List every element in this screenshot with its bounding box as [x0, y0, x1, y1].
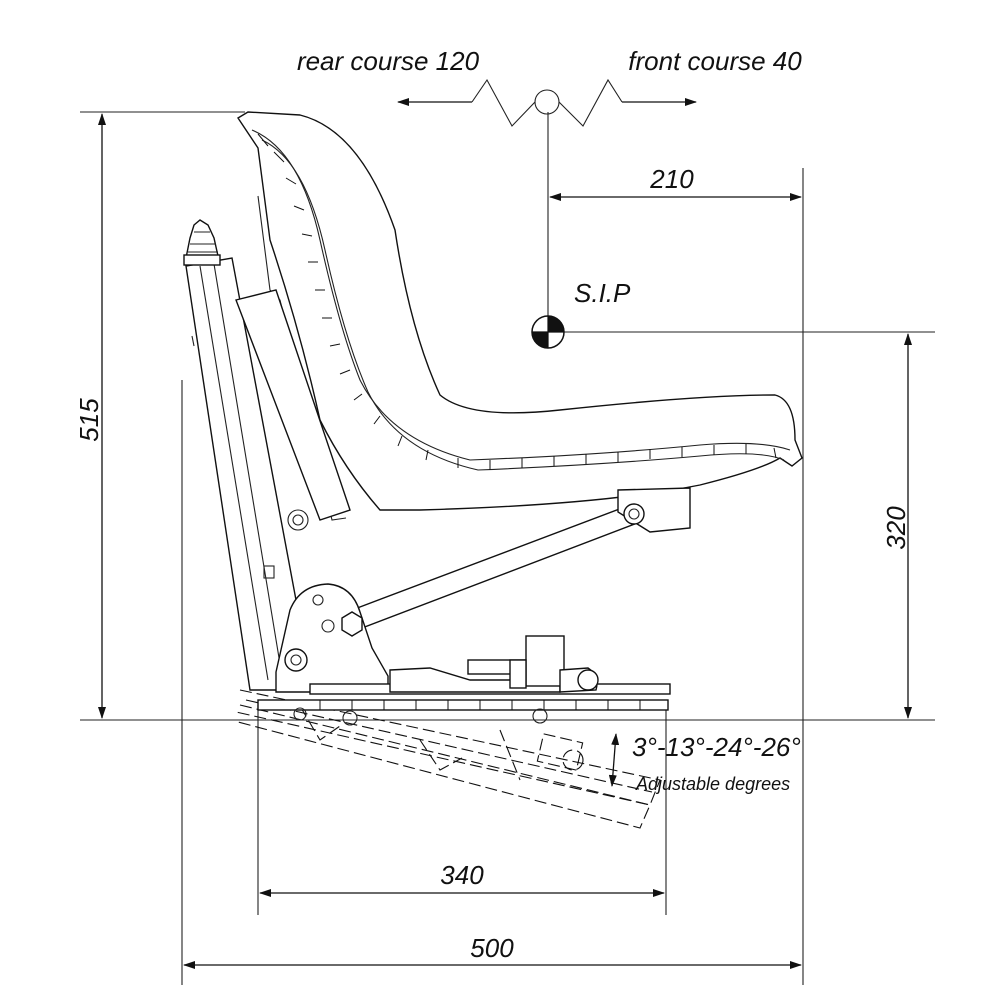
tilt-degrees-label: 3°-13°-24°-26° [632, 732, 801, 762]
dim-320-label: 320 [881, 506, 911, 550]
dimension-340: 340 [259, 860, 665, 897]
dim-340-label: 340 [440, 860, 484, 890]
tilted-base-phantom [235, 689, 661, 829]
dimension-320: 320 [881, 333, 912, 719]
seat-stitching [257, 133, 777, 470]
dim-210-label: 210 [649, 164, 694, 194]
dimension-210: 210 [549, 164, 802, 201]
sip-label: S.I.P [574, 278, 631, 308]
base-teeth [319, 700, 641, 710]
dimension-515: 515 [74, 113, 106, 719]
base-assembly [257, 635, 671, 726]
backrest-knob [183, 219, 221, 266]
rear-course-label: rear course 120 [297, 46, 480, 76]
tilt-indicator: 3°-13°-24°-26° Adjustable degrees [608, 732, 801, 794]
pivot-plate [275, 583, 389, 693]
extension-lines [80, 111, 935, 985]
back-bracket [235, 289, 351, 531]
dimension-500: 500 [183, 933, 802, 969]
dim-500-label: 500 [470, 933, 514, 963]
dim-515-label: 515 [74, 398, 104, 442]
tilt-caption-label: Adjustable degrees [635, 774, 790, 794]
front-course-label: front course 40 [628, 46, 802, 76]
sip-marker: S.I.P [531, 278, 631, 349]
course-indicator: rear course 120 front course 40 [297, 46, 802, 127]
